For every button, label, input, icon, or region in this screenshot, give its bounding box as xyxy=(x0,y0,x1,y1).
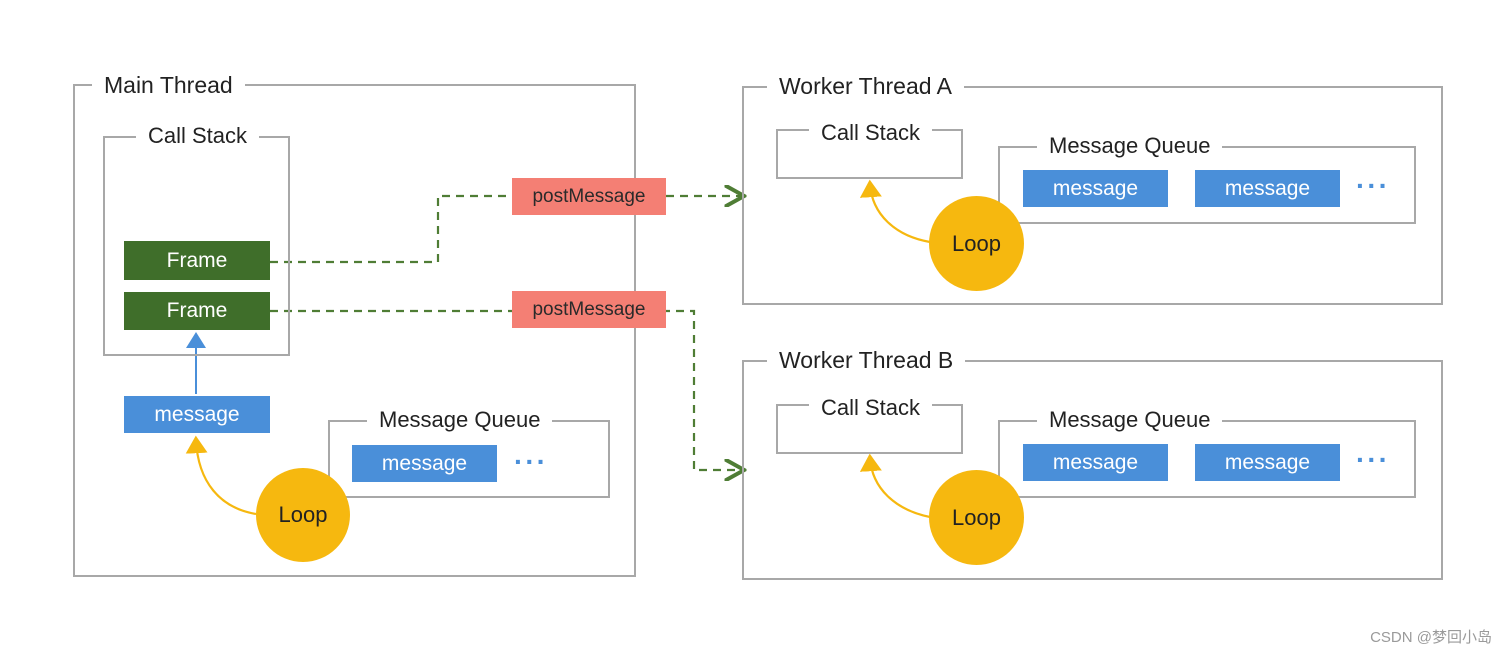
worker-b-box xyxy=(742,360,1443,580)
incoming-message-block[interactable]: message xyxy=(124,396,270,433)
main-message-queue-title: Message Queue xyxy=(367,406,553,434)
main-loop-circle: Loop xyxy=(256,468,350,562)
queue-message-block[interactable]: message xyxy=(1195,170,1340,207)
queue-message-block[interactable]: message xyxy=(1195,444,1340,481)
queue-message-block[interactable]: message xyxy=(352,445,497,482)
main-thread-title: Main Thread xyxy=(92,71,245,99)
post-message-label[interactable]: postMessage xyxy=(512,291,666,328)
worker-b-loop-arrow xyxy=(859,453,931,519)
dashed-arrow-to-worker-b xyxy=(270,309,742,470)
post-message-label[interactable]: postMessage xyxy=(512,178,666,215)
frame-block[interactable]: Frame xyxy=(124,292,270,330)
worker-b-loop-circle: Loop xyxy=(929,470,1024,565)
worker-b-message-queue-title: Message Queue xyxy=(1037,406,1223,434)
queue-message-block[interactable]: message xyxy=(1023,170,1168,207)
worker-a-message-queue-title: Message Queue xyxy=(1037,132,1223,160)
more-messages-icon: ··· xyxy=(1356,444,1390,475)
worker-a-loop-circle: Loop xyxy=(929,196,1024,291)
watermark-text: CSDN @梦回小岛 xyxy=(1370,629,1492,646)
main-loop-arrow xyxy=(185,435,257,516)
worker-a-call-stack-title: Call Stack xyxy=(809,119,933,147)
worker-a-title: Worker Thread A xyxy=(767,72,965,100)
frame-block[interactable]: Frame xyxy=(124,241,270,280)
worker-b-call-stack-title: Call Stack xyxy=(809,394,933,422)
more-messages-icon: ··· xyxy=(1356,170,1390,201)
queue-message-block[interactable]: message xyxy=(1023,444,1168,481)
worker-b-title: Worker Thread B xyxy=(767,346,966,374)
main-thread-box xyxy=(73,84,636,577)
more-messages-icon: ··· xyxy=(514,446,548,477)
main-call-stack-title: Call Stack xyxy=(136,122,260,150)
worker-a-loop-arrow xyxy=(859,179,931,244)
worker-a-box xyxy=(742,86,1443,305)
